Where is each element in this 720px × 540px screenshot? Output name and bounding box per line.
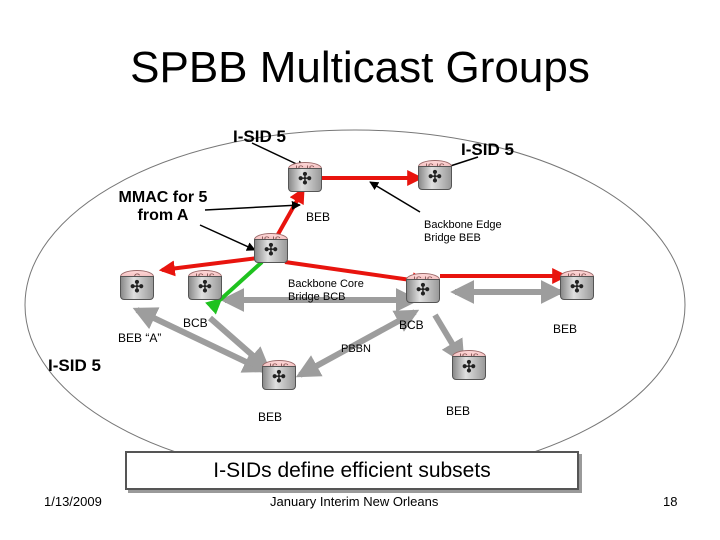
backbone-links bbox=[132, 280, 565, 378]
bcb-label-right: BCB bbox=[399, 318, 424, 332]
beb-a-label: BEB “A” bbox=[118, 331, 162, 345]
beb-label-right: BEB bbox=[553, 322, 578, 336]
footer-center: January Interim New Orleans bbox=[270, 494, 439, 509]
router-icon: ✣ bbox=[254, 239, 288, 263]
beb-label-top: BEB bbox=[306, 210, 331, 224]
router-icon: ✣ bbox=[262, 366, 296, 390]
green-multicast-path bbox=[205, 260, 264, 315]
footer-date: 1/13/2009 bbox=[44, 494, 102, 509]
pbbn-ellipse bbox=[24, 129, 686, 481]
page-title: SPBB Multicast Groups bbox=[130, 43, 590, 92]
pbbn-label: PBBN bbox=[341, 343, 371, 355]
link bbox=[208, 315, 271, 372]
router-icon: ✣ bbox=[406, 279, 440, 303]
isid-label-top-left: I-SID 5 bbox=[233, 127, 286, 146]
link bbox=[132, 307, 268, 373]
router-icon: ✣ bbox=[288, 168, 322, 192]
isid-label-top-right: I-SID 5 bbox=[461, 140, 514, 159]
router-icon: ✣ bbox=[418, 166, 452, 190]
footer-page: 18 bbox=[663, 494, 678, 509]
router-icon: ✣ bbox=[188, 276, 222, 300]
isis-node: IS IS✣ bbox=[452, 350, 486, 380]
red-multicast-path bbox=[158, 170, 569, 289]
isis-node: IS IS✣ bbox=[254, 233, 288, 263]
mmac-label: MMAC for 5 from A bbox=[118, 189, 208, 225]
beb-label-bottom-right: BEB bbox=[446, 404, 471, 418]
isis-node: IS IS✣ bbox=[560, 270, 594, 300]
isis-node: IS IS✣ bbox=[406, 273, 440, 303]
link bbox=[295, 309, 420, 378]
isis-node: IS IS✣ bbox=[188, 270, 222, 300]
isis-node: IS IS✣ bbox=[262, 360, 296, 390]
router-icon: ✣ bbox=[120, 276, 154, 300]
backbone-core-label: Backbone Core Bridge BCB bbox=[288, 278, 364, 303]
beb-label-bottom-left: BEB bbox=[258, 410, 283, 424]
bcb-label-left: BCB bbox=[183, 316, 208, 330]
router-icon: ✣ bbox=[452, 356, 486, 380]
backbone-edge-label: Backbone Edge Bridge BEB bbox=[424, 219, 502, 244]
router-icon: ✣ bbox=[560, 276, 594, 300]
callout-box: I-SIDs define efficient subsets bbox=[125, 451, 579, 490]
isid-label-left: I-SID 5 bbox=[48, 356, 101, 375]
node-beb-a: C✣ bbox=[120, 270, 154, 300]
isis-node: IS IS✣ bbox=[288, 162, 322, 192]
isis-node: IS IS✣ bbox=[418, 160, 452, 190]
